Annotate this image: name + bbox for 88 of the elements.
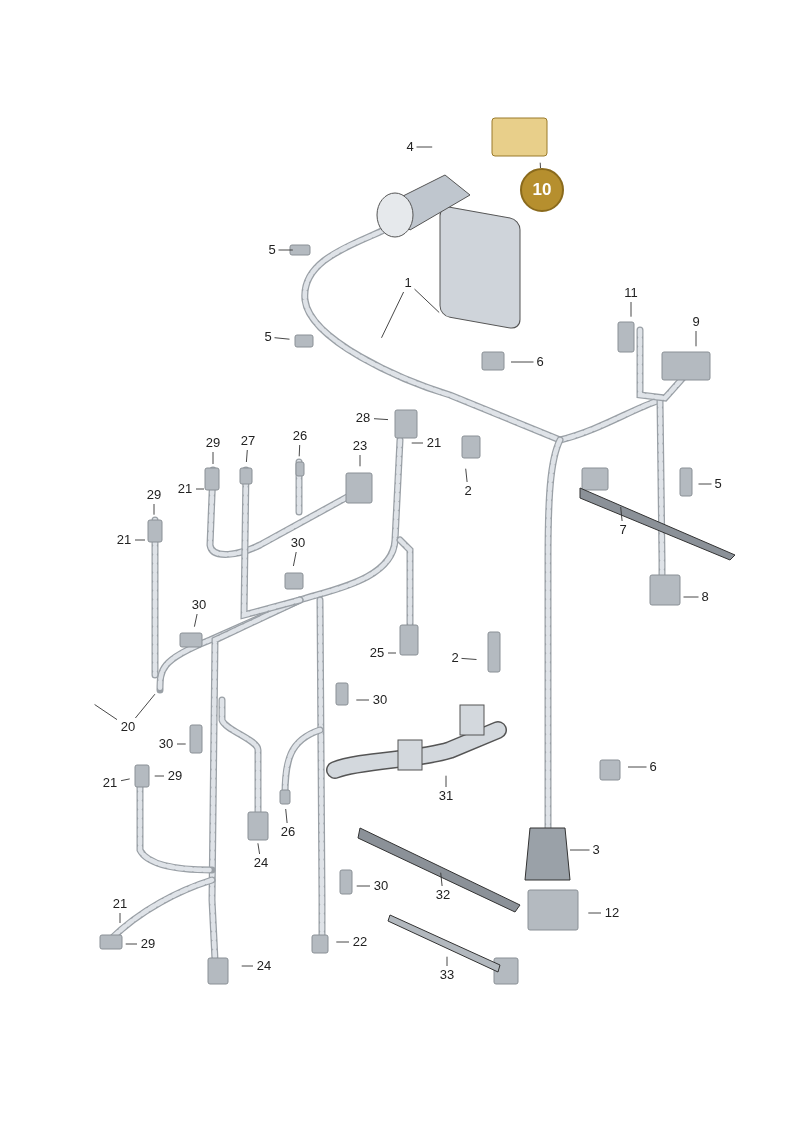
- callout-number: 30: [288, 534, 308, 552]
- callout-number: 25: [367, 644, 387, 662]
- leader-line: [292, 551, 297, 567]
- callout-number: 27: [238, 432, 258, 450]
- callout-number: 11: [621, 284, 641, 302]
- leader-line: [176, 743, 187, 745]
- leader-line: [94, 704, 118, 721]
- leader-line: [125, 943, 138, 945]
- leader-line: [510, 361, 534, 363]
- leader-line: [381, 291, 405, 339]
- callout-number: 7: [617, 521, 629, 539]
- leader-line: [212, 451, 214, 465]
- callout-number: 30: [156, 735, 176, 753]
- leader-line: [274, 337, 290, 340]
- leader-line: [411, 442, 424, 444]
- callout-number: 1: [402, 274, 414, 292]
- leader-line: [298, 444, 301, 457]
- callout-number: 5: [266, 241, 278, 259]
- callout-number: 20: [118, 718, 138, 736]
- callout-number: 12: [602, 904, 622, 922]
- callout-number: 31: [436, 787, 456, 805]
- leader-line: [245, 449, 248, 463]
- callout-number: 9: [690, 313, 702, 331]
- callout-number: 24: [254, 957, 274, 975]
- leader-line: [257, 842, 261, 855]
- callout-number: 33: [437, 966, 457, 984]
- leader-line: [193, 613, 198, 628]
- leader-line: [356, 885, 371, 887]
- leader-line: [445, 775, 447, 788]
- leader-line: [120, 778, 131, 782]
- callout-number: 21: [114, 531, 134, 549]
- leader-line: [195, 488, 205, 490]
- callout-number: 6: [534, 353, 546, 371]
- callout-number: 22: [350, 933, 370, 951]
- leader-line: [683, 596, 699, 598]
- callout-number: 32: [433, 886, 453, 904]
- callout-number: 29: [165, 767, 185, 785]
- leader-line: [461, 657, 477, 660]
- callout-number: 21: [424, 434, 444, 452]
- leader-line: [587, 912, 602, 914]
- leader-line: [630, 301, 632, 318]
- callout-number: 4: [404, 138, 416, 156]
- callout-number: 10: [520, 168, 564, 212]
- callout-number: 29: [138, 935, 158, 953]
- callout-number: 26: [290, 427, 310, 445]
- callout-number: 2: [462, 482, 474, 500]
- leader-line: [620, 506, 623, 522]
- leader-line: [278, 249, 294, 251]
- callout-number: 21: [175, 480, 195, 498]
- leader-line: [241, 965, 254, 967]
- callout-number: 23: [350, 437, 370, 455]
- leader-line: [387, 652, 397, 654]
- leader-line: [414, 288, 440, 313]
- callout-number: 3: [590, 841, 602, 859]
- leader-line: [698, 483, 712, 485]
- leader-line: [285, 808, 288, 824]
- callout-number: 26: [278, 823, 298, 841]
- leader-line: [465, 468, 468, 483]
- leader-line: [539, 162, 541, 169]
- leader-line: [440, 872, 443, 887]
- leader-line: [569, 849, 590, 851]
- leader-line: [446, 956, 448, 967]
- leader-line: [359, 454, 361, 467]
- callout-number: 6: [647, 758, 659, 776]
- leader-line: [335, 941, 350, 943]
- leader-line: [416, 146, 433, 148]
- leader-line: [134, 539, 146, 541]
- callout-number: 29: [144, 486, 164, 504]
- callout-number: 21: [100, 774, 120, 792]
- leader-line: [695, 330, 697, 347]
- leader-line: [153, 503, 155, 516]
- leader-line: [119, 912, 121, 924]
- leader-line: [627, 766, 647, 768]
- callout-number: 2: [449, 649, 461, 667]
- leader-line: [355, 699, 370, 701]
- callout-number: 30: [189, 596, 209, 614]
- callout-number: 8: [699, 588, 711, 606]
- leader-line: [373, 418, 389, 421]
- callout-number: 30: [371, 877, 391, 895]
- callout-number: 30: [370, 691, 390, 709]
- callout-number: 21: [110, 895, 130, 913]
- callout-number: 24: [251, 854, 271, 872]
- callout-number: 28: [353, 409, 373, 427]
- callout-number: 5: [262, 328, 274, 346]
- leader-line: [154, 775, 165, 777]
- callout-number: 29: [203, 434, 223, 452]
- leader-line: [134, 693, 156, 719]
- callout-number: 5: [712, 475, 724, 493]
